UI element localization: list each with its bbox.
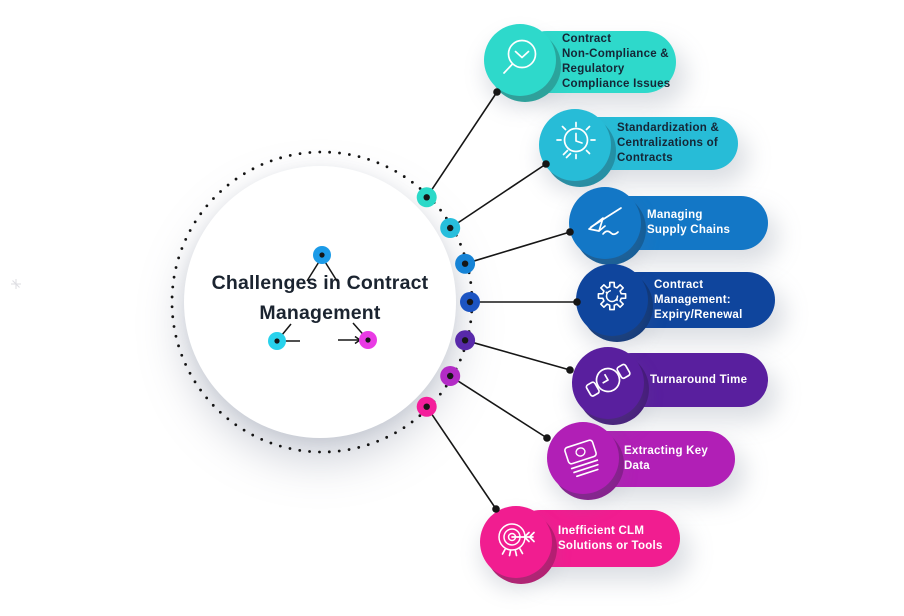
item-icon-circle <box>484 24 556 96</box>
item-icon-circle <box>539 109 611 181</box>
item-label: Managing Supply Chains <box>647 209 731 236</box>
circle-shadow <box>577 353 649 425</box>
item-icon-circle <box>569 187 641 259</box>
item-label: Turnaround Time <box>650 373 748 386</box>
diagram-title: Challenges in Contract Management <box>211 272 429 324</box>
magnifier-clock-icon <box>503 39 537 74</box>
item-pill: Standardization & Centralizations of Con… <box>571 117 738 170</box>
circle-shadow <box>485 512 557 584</box>
item-label: Contract Management: Expiry/Renewal <box>654 278 743 321</box>
item-pill: Inefficient CLM Solutions or Tools <box>512 510 680 567</box>
item-icon-circle <box>480 506 552 578</box>
paper-plane-icon <box>588 207 622 236</box>
item-label: Contract Non-Compliance & Regulatory Com… <box>562 33 671 90</box>
item-icon-circle <box>547 422 619 494</box>
item-pill: Turnaround Time <box>604 353 768 407</box>
item-icon-circle <box>576 264 648 336</box>
idea-bulb-icon <box>556 121 596 160</box>
item-pill: Contract Management: Expiry/Renewal <box>608 272 775 328</box>
target-arrow-icon <box>498 523 535 557</box>
item-pill: Managing Supply Chains <box>601 196 768 250</box>
circle-shadow <box>489 30 561 102</box>
item-label: Extracting Key Data <box>624 445 709 472</box>
item-icon-circle <box>572 347 644 419</box>
item-pill: Contract Non-Compliance & Regulatory Com… <box>516 31 676 93</box>
gear-icon <box>597 281 627 311</box>
item-label: Inefficient CLM Solutions or Tools <box>558 524 663 552</box>
wristwatch-icon <box>585 363 631 397</box>
circle-shadow <box>581 270 653 342</box>
connector-end-dots <box>492 88 581 513</box>
item-pill: Extracting Key Data <box>578 431 735 487</box>
circle-shadow <box>552 428 624 500</box>
item-label: Standardization & Centralizations of Con… <box>617 122 720 164</box>
circle-shadow <box>544 115 616 187</box>
document-stack-icon <box>564 439 599 478</box>
sparkle-mark <box>11 279 21 289</box>
circle-shadow <box>574 193 646 265</box>
